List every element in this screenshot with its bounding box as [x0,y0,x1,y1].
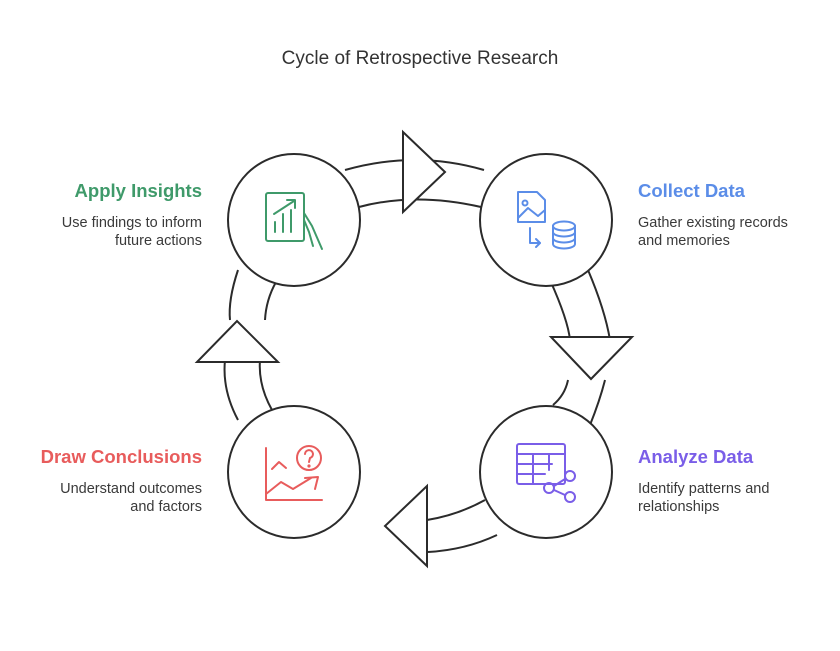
stage-description-analyze-data: Identify patterns and relationships [638,480,769,516]
description-line: and factors [130,499,202,515]
arrow-to-analyze [548,336,635,381]
stage-title-apply-insights: Apply Insights [74,180,202,201]
stage-description-collect-data: Gather existing records and memories [638,214,788,250]
table-share-icon [516,443,576,503]
stage-description-apply-insights: Use findings to inform future actions [62,214,202,250]
description-line: Gather existing records [638,215,788,231]
cycle-arrows [194,129,635,569]
description-line: future actions [114,233,202,249]
arrow-to-conclusions [383,483,428,569]
description-line: relationships [638,499,720,515]
chart-hand-icon [265,192,323,250]
stage-circle-apply-insights [227,153,361,287]
description-line: Use findings to inform [61,215,202,231]
stage-title-draw-conclusions: Draw Conclusions [40,446,202,467]
arrow-to-collect [402,129,447,215]
stage-circle-draw-conclusions [227,405,361,539]
description-line: Identify patterns and [638,481,770,497]
stage-circle-analyze-data [479,405,613,539]
diagram-title: Cycle of Retrospective Research [281,48,559,69]
image-to-database-icon [517,191,576,250]
stage-title-analyze-data: Analyze Data [638,446,754,467]
cycle-ring [223,159,611,553]
chart-question-icon [265,445,323,501]
description-line: Understand outcomes [60,481,202,497]
stage-description-draw-conclusions: Understand outcomes and factors [60,480,202,516]
description-line: and memories [638,233,730,249]
arrow-to-insights [194,319,281,363]
stage-title-collect-data: Collect Data [638,180,745,201]
